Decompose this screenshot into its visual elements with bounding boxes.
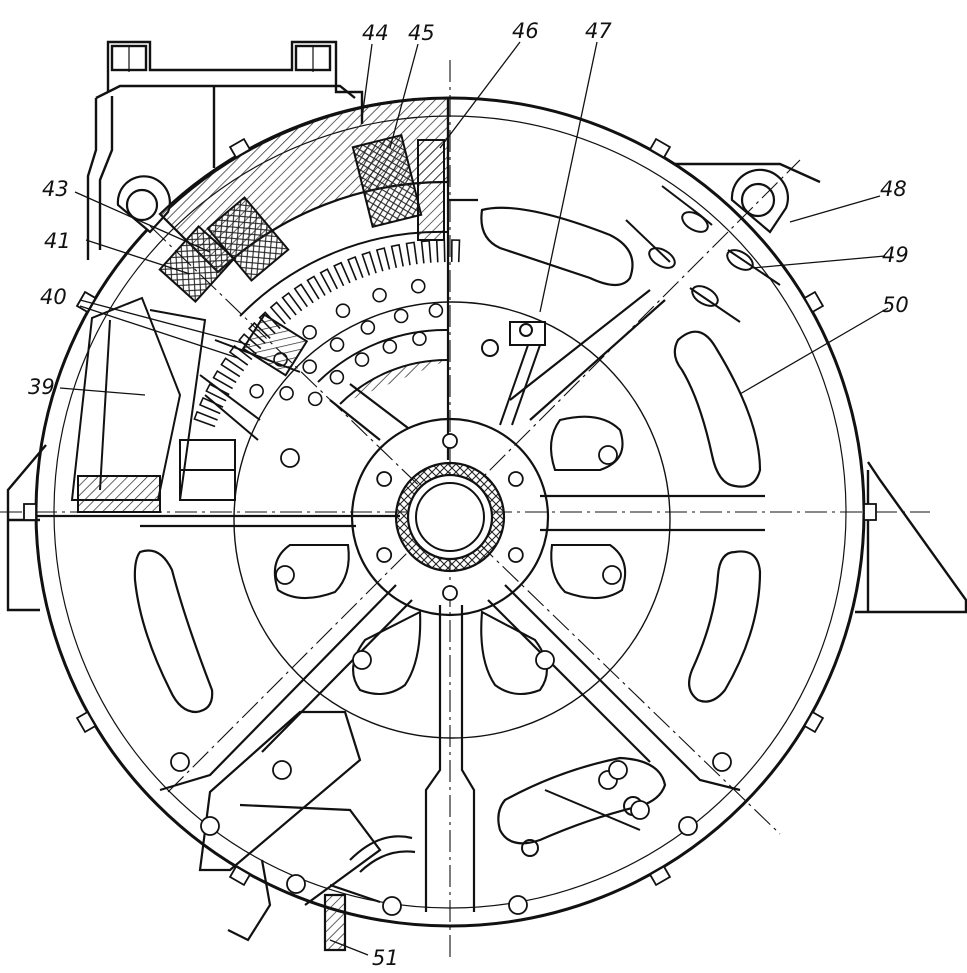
vent-hole <box>412 331 427 346</box>
vent-hole <box>360 320 376 335</box>
pocket-bolt <box>280 448 300 468</box>
label-44: 44 <box>362 21 389 45</box>
frame-bolts <box>23 137 877 916</box>
vent-hole <box>329 337 345 352</box>
frame-stud <box>648 865 672 887</box>
armature-tooth <box>375 247 391 272</box>
armature-tooth <box>281 291 303 316</box>
armature-tooth <box>319 268 338 293</box>
hub-bolt <box>507 547 524 563</box>
frame-stud <box>23 503 37 521</box>
label-43: 43 <box>42 177 69 201</box>
armature-tooth <box>405 241 418 266</box>
frame-stud <box>863 503 877 521</box>
lifting-eye-left <box>116 175 171 234</box>
label-47: 47 <box>585 19 612 43</box>
pocket-bolt <box>352 650 372 670</box>
armature-tooth <box>420 239 432 264</box>
right-bracket <box>675 162 967 614</box>
armature-tooth <box>306 275 326 300</box>
hub-bolt <box>442 433 458 449</box>
lifting-eye-right <box>730 168 789 234</box>
vent-hole <box>302 325 317 340</box>
armature-tooth <box>212 369 237 390</box>
label-46: 46 <box>512 19 539 43</box>
armature-tooth <box>293 283 314 308</box>
top-bracket <box>86 40 364 260</box>
frame-bolt <box>382 896 402 916</box>
armature-tooth <box>435 239 446 263</box>
frame-bolt <box>272 760 292 780</box>
vent-hole <box>372 287 387 303</box>
shaft-hub <box>350 417 550 617</box>
frame-stud <box>228 137 252 159</box>
armature-tooth <box>347 256 364 281</box>
frame-stud <box>75 710 97 734</box>
frame-bolt <box>678 816 698 836</box>
pole-shoes <box>133 206 762 845</box>
label-49: 49 <box>882 243 909 267</box>
armature-tooth <box>390 243 404 269</box>
armature-core <box>239 230 449 405</box>
label-48: 48 <box>880 177 907 201</box>
hub-bolt <box>507 471 524 487</box>
vent-hole <box>335 303 351 318</box>
pocket-bolt <box>598 445 618 465</box>
vent-hole <box>307 391 323 407</box>
leader-lines <box>59 41 889 956</box>
armature-tooth <box>450 239 461 263</box>
frame-stud <box>803 710 825 734</box>
hub-bolt <box>376 471 393 487</box>
vent-hole <box>329 369 345 385</box>
label-51: 51 <box>372 946 399 969</box>
frame-bolt <box>630 800 650 820</box>
left-base <box>6 444 47 612</box>
vent-hole <box>382 339 398 354</box>
hub-bolts <box>376 433 524 601</box>
vent-hole <box>410 278 426 294</box>
frame-bolt <box>200 816 220 836</box>
vent-hole <box>428 303 444 318</box>
vent-hole <box>249 383 264 399</box>
left-pole-section <box>70 296 309 513</box>
armature-vent-holes <box>249 278 444 407</box>
vent-hole <box>354 352 370 367</box>
label-45: 45 <box>408 21 435 45</box>
frame-stud <box>228 865 252 887</box>
pocket-bolt <box>608 760 628 780</box>
hub-bolt <box>376 547 393 563</box>
reference-labels: 39 40 41 43 44 45 46 47 48 49 50 51 <box>28 19 909 970</box>
armature-tooth <box>269 301 292 325</box>
armature-tooth <box>333 261 351 287</box>
label-50: 50 <box>882 293 909 317</box>
frame-bolt <box>712 752 732 772</box>
armature-tooth <box>361 251 377 276</box>
label-40: 40 <box>40 285 67 309</box>
armature-tooth <box>228 344 253 366</box>
pocket-bolt <box>602 565 622 585</box>
frame-bolt <box>508 895 528 915</box>
frame-bolt <box>170 752 190 772</box>
label-41: 41 <box>44 229 71 253</box>
vent-hole <box>393 308 409 324</box>
label-39: 39 <box>28 375 55 399</box>
spider-arms <box>140 289 765 912</box>
frame-stud <box>648 137 672 159</box>
frame-bolt <box>286 874 306 894</box>
field-coils-section <box>158 133 445 304</box>
armature-tooth <box>193 410 218 428</box>
pocket-bolt <box>275 565 295 585</box>
pocket-bolt <box>535 650 555 670</box>
section-cut-lines <box>36 98 478 518</box>
brush-rocker-arm <box>481 321 546 426</box>
armature-tooth <box>220 357 245 378</box>
vent-hole <box>279 385 294 401</box>
hub-bolt <box>442 585 458 601</box>
frame-stud <box>803 290 825 314</box>
terminal-box <box>198 710 416 952</box>
vent-hole <box>302 359 317 374</box>
